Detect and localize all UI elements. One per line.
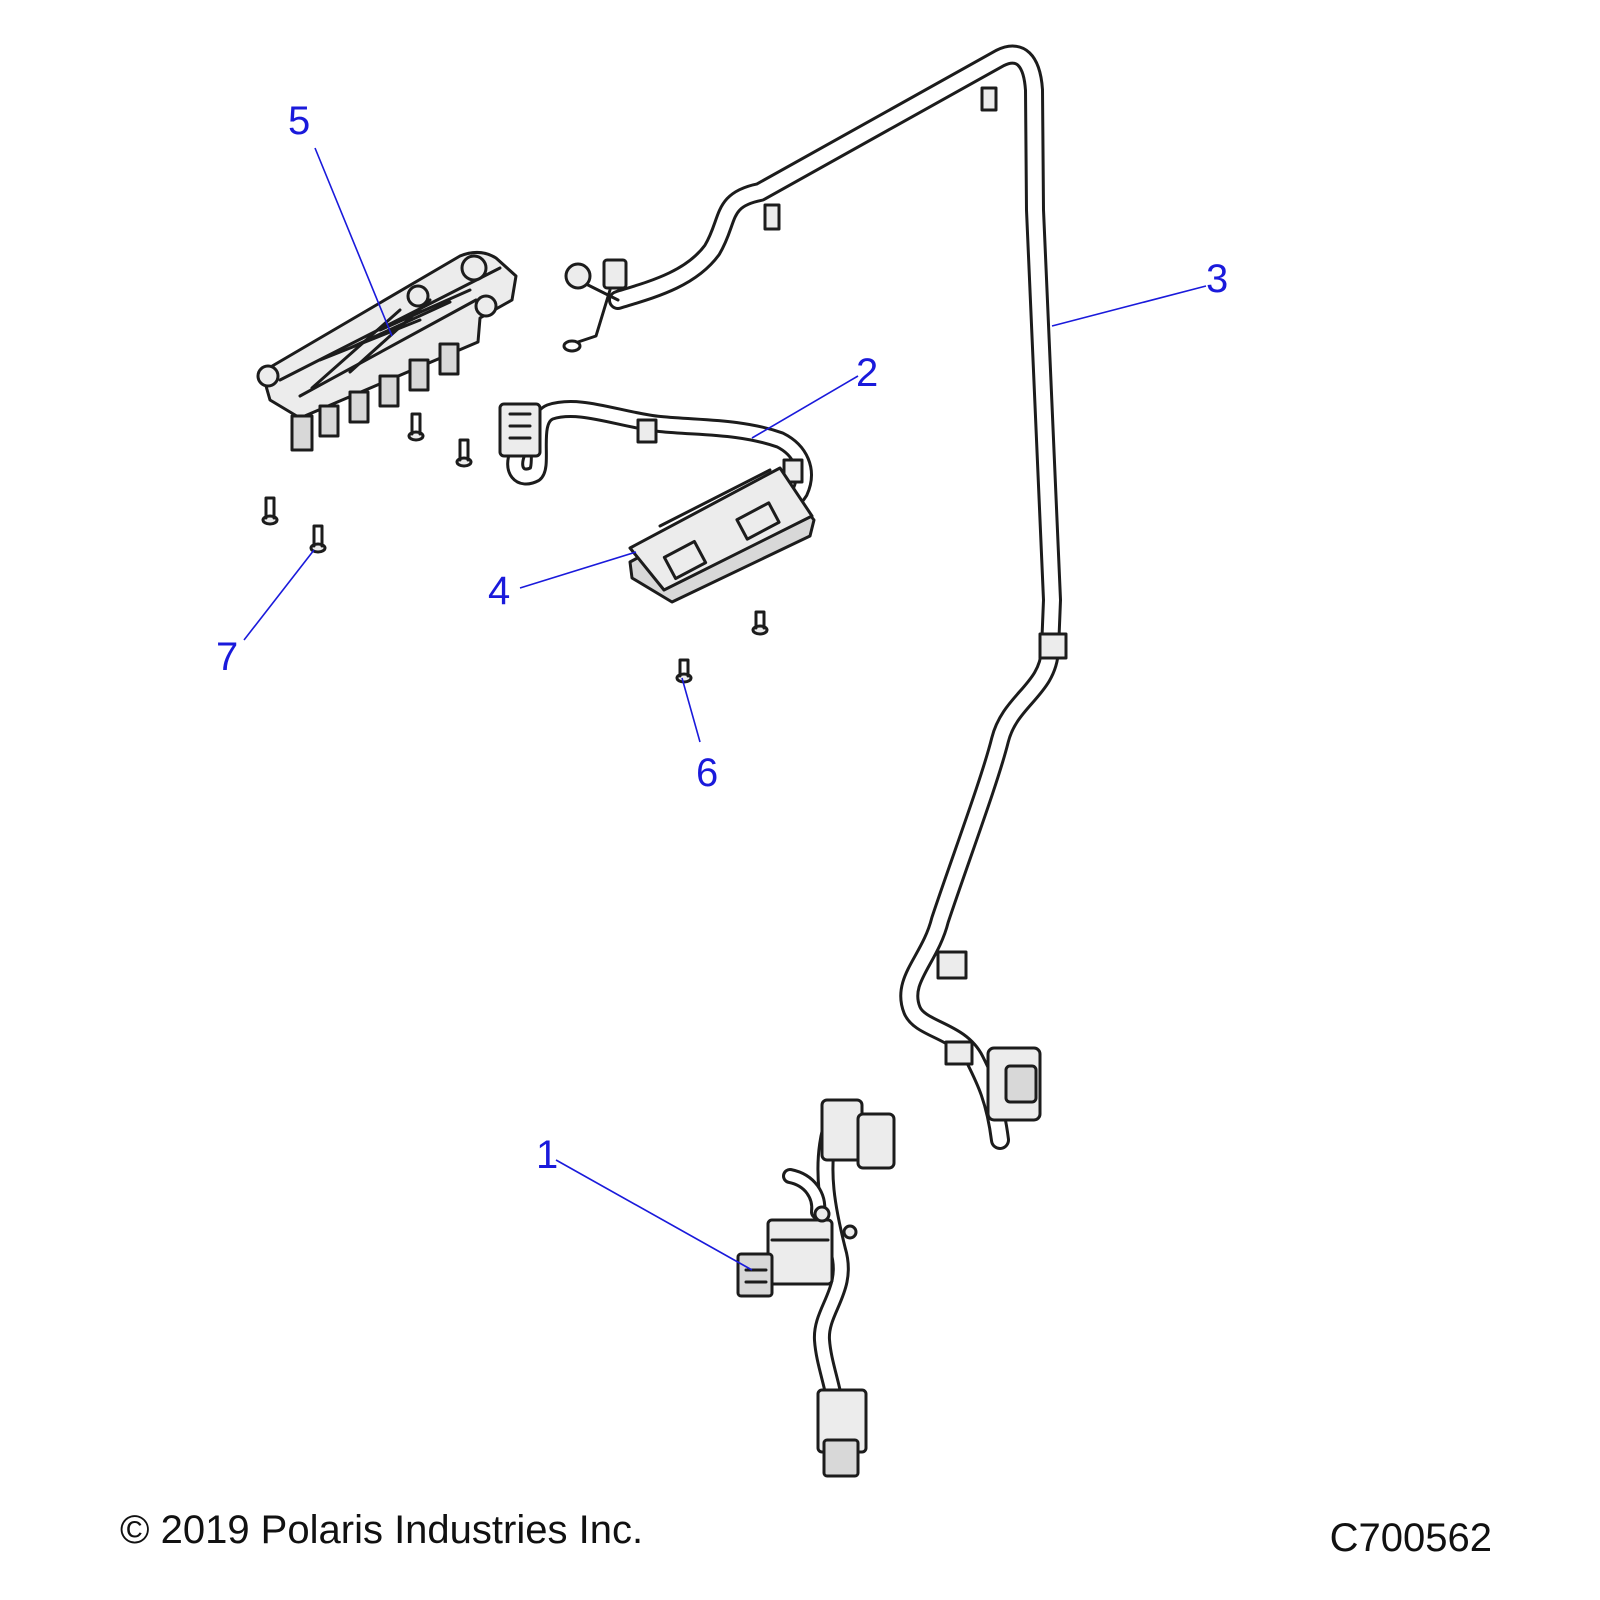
- callout-5: 5: [288, 99, 310, 143]
- screw-rail-b: [455, 438, 473, 468]
- callout-2: 2: [856, 351, 878, 395]
- callout-3: 3: [1206, 257, 1228, 301]
- leader-6: [681, 677, 701, 743]
- screw-6b: [675, 658, 693, 684]
- part-5-mounting-rail: [256, 251, 518, 452]
- leader-lines: [243, 147, 1207, 1271]
- callout-6: 6: [696, 751, 718, 795]
- leader-4: [519, 551, 637, 589]
- screw-7a: [261, 496, 279, 526]
- callouts: 1 2 3 4 5 6 7: [216, 99, 1228, 1177]
- leader-1: [555, 1159, 753, 1271]
- part-4-module: [628, 466, 816, 604]
- figure-code: C700562: [1329, 1516, 1492, 1560]
- screw-rail-a: [407, 412, 425, 442]
- callout-7: 7: [216, 635, 238, 679]
- leader-5: [314, 147, 393, 337]
- leader-7: [243, 549, 315, 641]
- screws-7: [261, 496, 327, 554]
- part-1-connector-assembly: [736, 1098, 896, 1478]
- leader-2: [751, 375, 859, 439]
- screw-7b: [309, 524, 327, 554]
- part-2-harness: [498, 400, 813, 527]
- callout-1: 1: [536, 1133, 558, 1177]
- part-3-harness: [562, 44, 1068, 1150]
- leader-3: [1051, 285, 1207, 327]
- screws-6: [407, 412, 769, 684]
- callout-4: 4: [488, 569, 510, 613]
- copyright-notice: © 2019 Polaris Industries Inc.: [120, 1508, 644, 1552]
- screw-6a: [751, 610, 769, 636]
